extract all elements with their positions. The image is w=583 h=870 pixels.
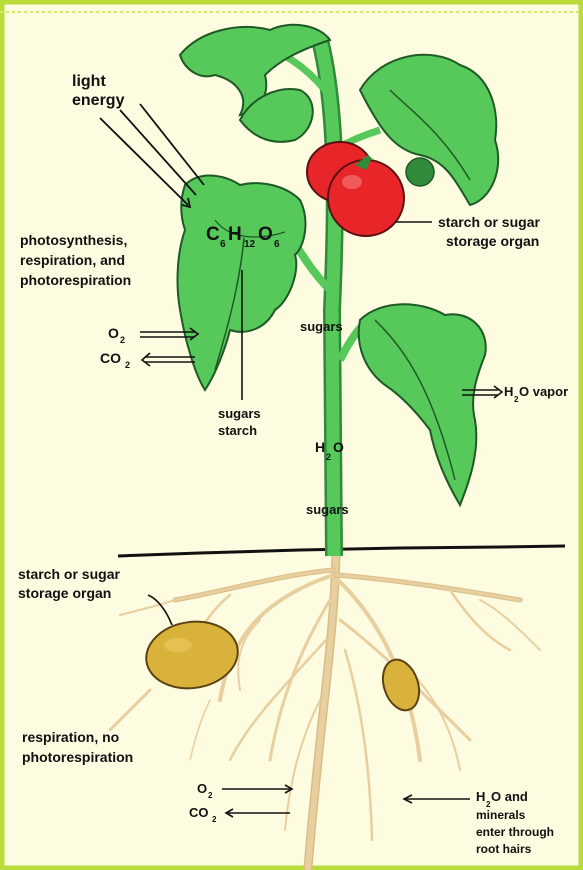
storage-root-label-line1: starch or sugar bbox=[18, 566, 120, 582]
stem-h2o-base: H bbox=[315, 439, 325, 455]
leaf-co2-sub: 2 bbox=[125, 360, 130, 370]
root-co2-sub: 2 bbox=[212, 815, 217, 824]
formula-h-sub: 12 bbox=[244, 239, 256, 250]
root-o2-sub: 2 bbox=[208, 791, 213, 800]
formula-o: O bbox=[258, 224, 273, 245]
root-o2-base: O bbox=[197, 781, 207, 796]
light-energy-label-line1: light bbox=[72, 73, 106, 90]
leaf-o2-base: O bbox=[108, 325, 119, 341]
leaf-o2-sub: 2 bbox=[120, 335, 125, 345]
minerals-line3: root hairs bbox=[476, 842, 532, 856]
formula-o-sub: 6 bbox=[274, 239, 280, 250]
root-co2-base: CO bbox=[189, 805, 209, 820]
photosynthesis-label-line3: photorespiration bbox=[20, 272, 131, 288]
sugars-starch-label-line1: sugars bbox=[218, 406, 261, 421]
stem-sugars-bottom-label: sugars bbox=[306, 502, 349, 517]
storage-top-label-line2: storage organ bbox=[446, 233, 539, 249]
respiration-root-label-line2: photorespiration bbox=[22, 749, 133, 765]
minerals-line2: enter through bbox=[476, 825, 554, 839]
vapor-base: H bbox=[504, 384, 513, 399]
formula-h: H bbox=[228, 224, 242, 245]
sugars-starch-label-line2: starch bbox=[218, 423, 257, 438]
tomato-green-bud bbox=[406, 158, 434, 186]
formula-c: C bbox=[206, 224, 220, 245]
stem-h2o-sub: 2 bbox=[326, 452, 331, 462]
leaf-co2-base: CO bbox=[100, 350, 121, 366]
vapor-tail: O vapor bbox=[519, 384, 568, 399]
photosynthesis-label-line2: respiration, and bbox=[20, 252, 125, 268]
respiration-root-label-line1: respiration, no bbox=[22, 729, 119, 745]
minerals-h: H bbox=[476, 789, 485, 804]
stem-sugars-top-label: sugars bbox=[300, 319, 343, 334]
photosynthesis-label-line1: photosynthesis, bbox=[20, 232, 127, 248]
storage-root-label-line2: storage organ bbox=[18, 585, 111, 601]
stem-h2o-tail: O bbox=[333, 439, 344, 455]
minerals-tail: O and bbox=[491, 789, 528, 804]
formula-c-sub: 6 bbox=[220, 239, 226, 250]
minerals-line1: minerals bbox=[476, 808, 526, 822]
light-energy-label-line2: energy bbox=[72, 92, 125, 109]
storage-top-label-line1: starch or sugar bbox=[438, 214, 540, 230]
